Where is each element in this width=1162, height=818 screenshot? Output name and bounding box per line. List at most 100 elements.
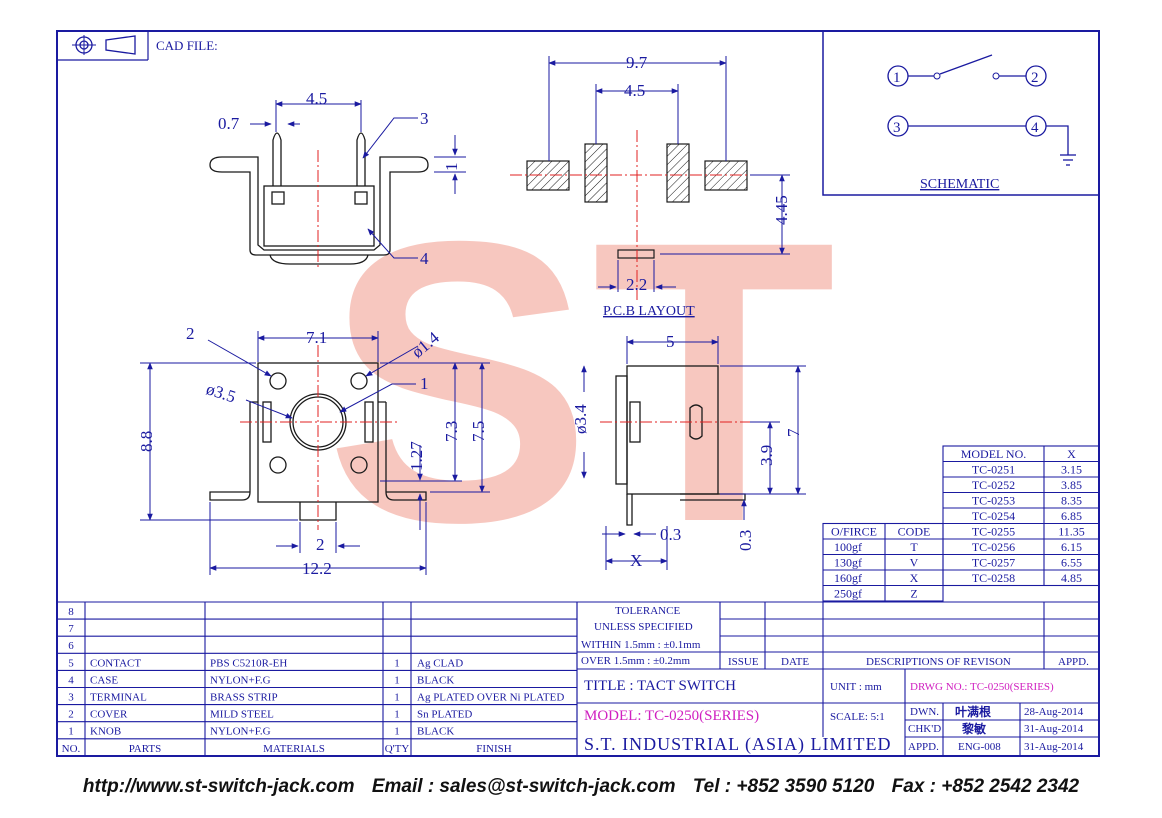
- force-table-cell: 250gf: [834, 587, 862, 601]
- tolerance-within: WITHIN 1.5mm : ±0.1mm: [581, 639, 701, 651]
- rev-date: DATE: [781, 656, 809, 668]
- bom-row-no: 7: [68, 623, 74, 635]
- model-table-cell: TC-0252: [972, 478, 1015, 492]
- model-table-cell: TC-0253: [972, 494, 1015, 508]
- dim-pcb-2-2: 2.2: [626, 275, 647, 294]
- model-table-cell: 3.15: [1061, 463, 1082, 477]
- dim-bottom-8-8: 8.8: [137, 431, 156, 452]
- bom-row-finish: Ag CLAD: [417, 657, 463, 669]
- model-table-cell: TC-0257: [972, 556, 1015, 570]
- appd-label: APPD.: [908, 741, 939, 753]
- footer-contact: http://www.st-switch-jack.com Email : sa…: [0, 776, 1162, 798]
- pcb-layout-label: P.C.B LAYOUT: [603, 304, 695, 319]
- tolerance-over: OVER 1.5mm : ±0.2mm: [581, 655, 690, 667]
- bom-row-material: NYLON+F.G: [210, 726, 271, 738]
- bom-header: FINISH: [476, 743, 512, 755]
- bom-row-no: 4: [68, 674, 74, 686]
- force-table-cell: X: [910, 571, 919, 585]
- dim-top-0-7: 0.7: [218, 114, 240, 133]
- bom-row-qty: 1: [394, 692, 400, 704]
- bom-row-no: 6: [68, 640, 74, 652]
- side-view-dims: 5 7 3.9 ø3.4 0.3 0.3 X: [571, 332, 806, 570]
- drwg-no: DRWG NO.: TC-0250(SERIES): [910, 681, 1054, 693]
- schematic-panel: 1 2 3 4 SCHEMATIC: [822, 30, 1100, 196]
- force-table-cell: Z: [910, 587, 917, 601]
- bom-row-finish: BLACK: [417, 726, 454, 738]
- bom-row-part: TERMINAL: [90, 692, 147, 704]
- model-table-cell: 8.35: [1061, 494, 1082, 508]
- dwn-date: 28-Aug-2014: [1024, 706, 1084, 718]
- footer-web-link[interactable]: http://www.st-switch-jack.com: [82, 776, 355, 797]
- projection-symbol-icon: [72, 35, 136, 55]
- dim-side-0-3-h: 0.3: [660, 525, 681, 544]
- chkd-label: CHK'D: [908, 723, 941, 735]
- schematic-label: SCHEMATIC: [920, 177, 999, 192]
- model-table-cell: TC-0255: [972, 525, 1015, 539]
- dim-top-1: 1: [442, 163, 461, 172]
- chkd-date: 31-Aug-2014: [1024, 723, 1084, 735]
- tolerance-subtitle: UNLESS SPECIFIED: [594, 621, 693, 633]
- dim-pcb-4-5: 4.5: [624, 81, 645, 100]
- cad-file-label: CAD FILE:: [156, 38, 218, 53]
- bottom-view: [209, 345, 427, 530]
- model-table-header: X: [1067, 447, 1076, 461]
- callout-2: 2: [186, 324, 195, 343]
- dwn-label: DWN.: [910, 706, 939, 718]
- callout-1: 1: [420, 374, 429, 393]
- callout-4: 4: [420, 249, 429, 268]
- top-view-dims: 4.5 0.7 1 3 4: [218, 89, 466, 268]
- dim-pcb-4-45: 4.45: [772, 195, 791, 225]
- footer-fax: Fax : +852 2542 2342: [891, 776, 1080, 797]
- bom-row-material: PBS C5210R-EH: [210, 657, 287, 669]
- pin-4: 4: [1031, 120, 1039, 136]
- footer-email[interactable]: Email : sales@st-switch-jack.com: [371, 776, 676, 797]
- model-table-cell: TC-0251: [972, 463, 1015, 477]
- watermark-text: ST: [325, 158, 836, 605]
- bom-row-qty: 1: [394, 657, 400, 669]
- rev-appd: APPD.: [1058, 656, 1089, 668]
- footer-tel: Tel : +852 3590 5120: [692, 776, 875, 797]
- watermark-st: ST: [325, 158, 836, 605]
- rev-desc: DESCRIPTIONS OF REVISON: [866, 656, 1011, 668]
- scale-text: SCALE: 5:1: [830, 711, 885, 723]
- model-text: MODEL: TC-0250(SERIES): [584, 708, 759, 724]
- company-name: S.T. INDUSTRIAL (ASIA) LIMITED: [584, 734, 891, 755]
- dim-bottom-7-3: 7.3: [442, 421, 461, 442]
- dim-pcb-9-7: 9.7: [626, 53, 648, 72]
- bom-header: PARTS: [129, 743, 162, 755]
- dim-side-5: 5: [666, 332, 675, 351]
- dim-bottom-7-5: 7.5: [469, 421, 488, 442]
- force-table-cell: V: [910, 556, 919, 570]
- model-table-cell: 6.85: [1061, 509, 1082, 523]
- dim-bottom-2: 2: [316, 535, 325, 554]
- dwn-name: 叶满根: [955, 704, 991, 719]
- model-table-cell: 3.85: [1061, 478, 1082, 492]
- title-text: TITLE : TACT SWITCH: [584, 678, 736, 694]
- bom-row-no: 1: [68, 726, 74, 738]
- bom-row-material: NYLON+F.G: [210, 674, 271, 686]
- bom-row-finish: BLACK: [417, 674, 454, 686]
- dim-top-4-5: 4.5: [306, 89, 327, 108]
- model-table-cell: TC-0256: [972, 540, 1015, 554]
- model-table-cell: TC-0254: [972, 509, 1015, 523]
- top-view: [209, 132, 429, 268]
- model-table-header: MODEL NO.: [961, 447, 1027, 461]
- tolerance-title: TOLERANCE: [615, 605, 680, 617]
- force-table-cell: 130gf: [834, 556, 862, 570]
- dim-bottom-1-27: 1.27: [407, 441, 426, 471]
- title-block-text: TOLERANCE UNLESS SPECIFIED WITHIN 1.5mm …: [581, 605, 1089, 755]
- dim-side-0-3-v: 0.3: [736, 530, 755, 551]
- force-table-cell: 160gf: [834, 571, 862, 585]
- dim-bottom-12-2: 12.2: [302, 559, 332, 578]
- callout-3: 3: [420, 109, 429, 128]
- model-table-cell: 4.85: [1061, 571, 1082, 585]
- title-block: [57, 601, 1099, 756]
- pin-3: 3: [893, 120, 901, 136]
- bom-row-qty: 1: [394, 674, 400, 686]
- bom-row-material: MILD STEEL: [210, 709, 274, 721]
- bom-row-no: 5: [68, 657, 74, 669]
